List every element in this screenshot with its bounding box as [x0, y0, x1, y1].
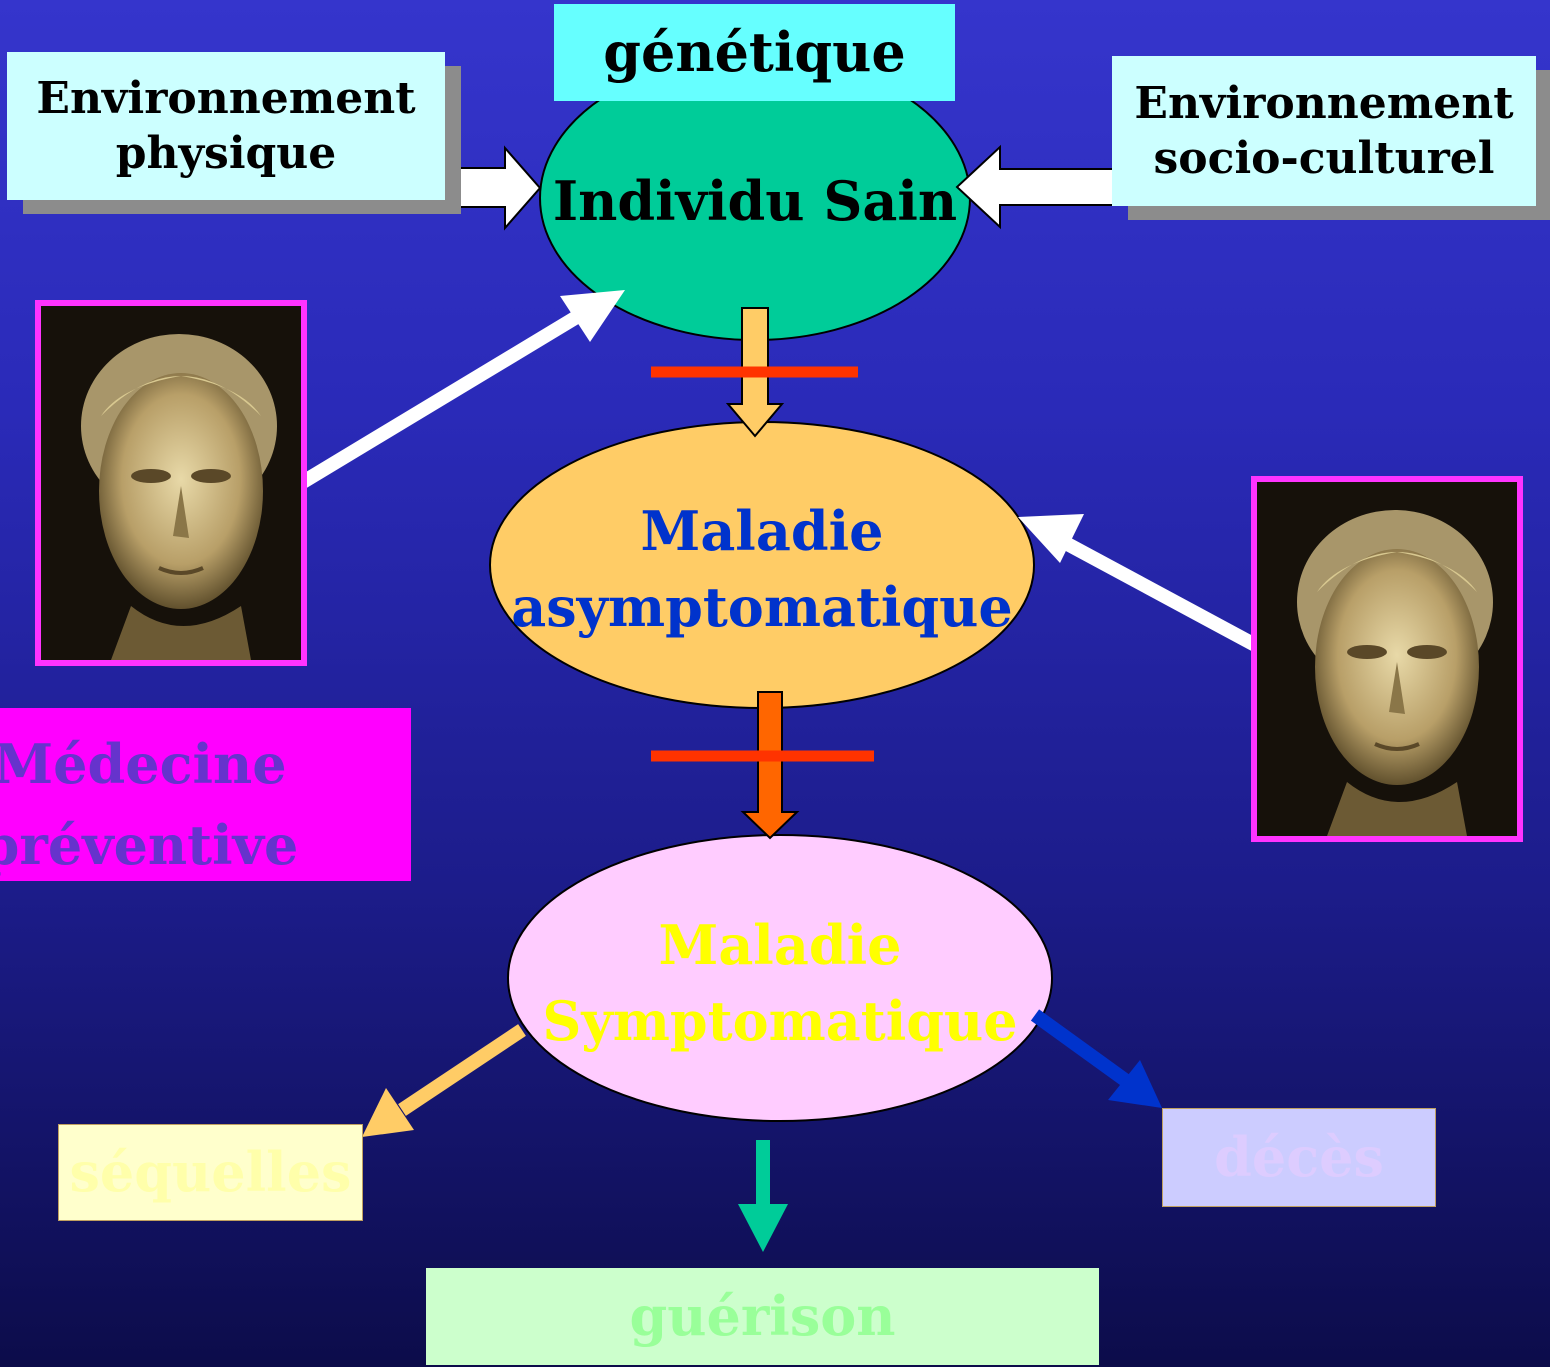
env-physique-box: Environnement physique: [7, 52, 445, 200]
asymptomatique-label: Maladie asymptomatique: [490, 494, 1034, 645]
sequelles-box: séquelles: [58, 1124, 363, 1221]
portrait-right: [1251, 476, 1523, 842]
arrow-preventive-left-shaft: [294, 312, 579, 491]
individu-sain-label: Individu Sain: [552, 169, 958, 233]
symptomatique-ellipse: [507, 834, 1053, 1122]
arrow-to-guerison-head: [738, 1204, 788, 1252]
bust-image-left: [41, 306, 301, 660]
deces-box: décès: [1162, 1108, 1436, 1207]
arrow-to-sequelles-shaft: [398, 1024, 526, 1116]
medecine-preventive-label: Médecine préventive: [0, 724, 320, 881]
symptomatique-line-2: Symptomatique: [542, 988, 1018, 1053]
sequelles-label: séquelles: [69, 1139, 352, 1204]
genetique-box: génétique: [554, 4, 955, 101]
symptomatique-line-1: Maladie: [658, 913, 902, 977]
arrow-to-deces-shaft: [1030, 1009, 1130, 1086]
portrait-left: [35, 300, 307, 666]
arrow-to-deces-head: [1108, 1060, 1162, 1108]
asymptomatique-line-2: asymptomatique: [511, 574, 1013, 639]
arrow-asymptomatique-to-symptomatique: [740, 691, 800, 840]
deces-label: décès: [1214, 1124, 1384, 1189]
arrow-to-sequelles-head: [362, 1088, 414, 1137]
env-physique-line-1: Environnement: [36, 73, 416, 124]
bust-image-right: [1257, 482, 1517, 836]
guerison-label: guérison: [629, 1283, 896, 1348]
genetique-label: génétique: [603, 19, 906, 84]
arrow-preventive-left-head: [560, 290, 625, 342]
arrow-preventive-right-head: [1018, 514, 1084, 563]
arrow-preventive-right-shaft: [1056, 533, 1259, 652]
medecine-line-2: préventive: [0, 813, 299, 877]
medecine-preventive-box: Médecine préventive: [0, 708, 411, 881]
env-socio-box: Environnement socio-culturel: [1112, 56, 1536, 206]
medecine-line-1: Médecine: [0, 732, 287, 796]
symptomatique-label: Maladie Symptomatique: [508, 908, 1052, 1059]
env-socio-line-2: socio-culturel: [1153, 133, 1495, 184]
env-socio-line-1: Environnement: [1134, 78, 1514, 129]
env-physique-line-2: physique: [115, 128, 337, 179]
guerison-box: guérison: [426, 1268, 1099, 1365]
asymptomatique-line-1: Maladie: [640, 499, 884, 563]
